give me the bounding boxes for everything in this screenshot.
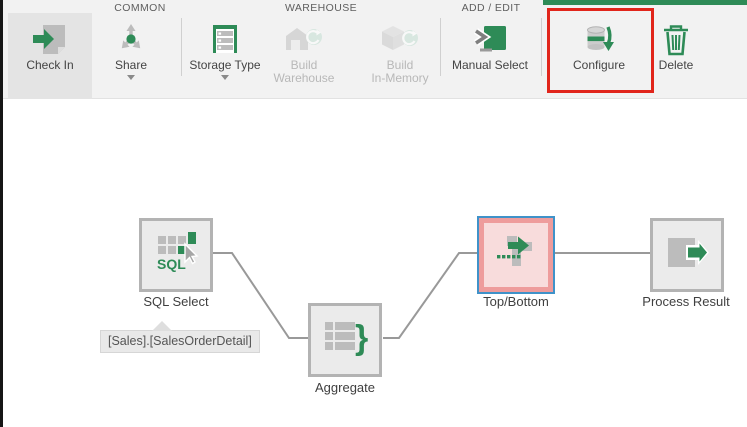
node-label-aggregate: Aggregate <box>315 380 375 395</box>
group-label-warehouse: WAREHOUSE <box>284 2 358 14</box>
share-label: Share <box>114 58 148 72</box>
node-top-bottom[interactable] <box>477 216 555 294</box>
build-in-memory-button[interactable]: Build In-Memory <box>360 13 440 99</box>
aggregate-icon: } <box>321 316 369 365</box>
svg-text:SQL: SQL <box>157 256 186 272</box>
delete-icon <box>660 13 692 59</box>
configure-icon <box>580 13 618 59</box>
storage-type-icon <box>207 13 243 59</box>
build-warehouse-button[interactable]: Build Warehouse <box>264 13 344 99</box>
table-tooltip: [Sales].[SalesOrderDetail] <box>100 330 260 353</box>
manual-select-label: Manual Select <box>451 58 529 72</box>
node-label-process-result: Process Result <box>642 294 730 309</box>
sql-select-icon: SQL <box>153 231 199 280</box>
manual-select-button[interactable]: Manual Select <box>447 13 533 99</box>
delete-label: Delete <box>658 58 694 72</box>
build-warehouse-icon <box>283 13 325 59</box>
node-label-sql-select: SQL Select <box>143 294 209 309</box>
tooltip-pointer <box>152 321 172 331</box>
build-warehouse-label-line2: Warehouse <box>273 71 335 85</box>
check-in-icon <box>31 13 69 59</box>
group-label-common: COMMON <box>114 2 166 14</box>
node-label-top-bottom: Top/Bottom <box>483 294 549 309</box>
top-bottom-icon <box>495 232 537 279</box>
build-in-memory-label-line1: Build <box>386 58 414 72</box>
node-process-result[interactable] <box>650 218 724 292</box>
highlighted-group-bar <box>543 0 747 5</box>
storage-type-button[interactable]: Storage Type <box>186 13 264 99</box>
process-result-icon <box>664 231 710 280</box>
check-in-button[interactable]: Check In <box>8 13 92 99</box>
storage-type-label: Storage Type <box>189 58 261 72</box>
group-separator <box>181 18 182 76</box>
build-in-memory-icon <box>379 13 421 59</box>
group-separator <box>440 18 441 76</box>
storage-type-dropdown-arrow[interactable] <box>221 75 229 80</box>
share-button[interactable]: Share <box>98 13 164 99</box>
delete-button[interactable]: Delete <box>642 13 710 99</box>
share-icon <box>113 13 149 59</box>
svg-text:}: } <box>355 319 368 357</box>
group-separator <box>541 18 542 76</box>
group-label-add-edit: ADD / EDIT <box>461 2 521 14</box>
check-in-label: Check In <box>26 58 74 72</box>
build-warehouse-label-line1: Build <box>290 58 318 72</box>
manual-select-icon <box>471 13 509 59</box>
node-sql-select[interactable]: SQL <box>139 218 213 292</box>
node-aggregate[interactable]: } <box>308 303 382 377</box>
share-dropdown-arrow[interactable] <box>127 75 135 80</box>
window-left-edge <box>0 0 3 427</box>
configure-label: Configure <box>572 58 626 72</box>
build-in-memory-label-line2: In-Memory <box>371 71 429 85</box>
configure-button[interactable]: Configure <box>556 13 642 99</box>
